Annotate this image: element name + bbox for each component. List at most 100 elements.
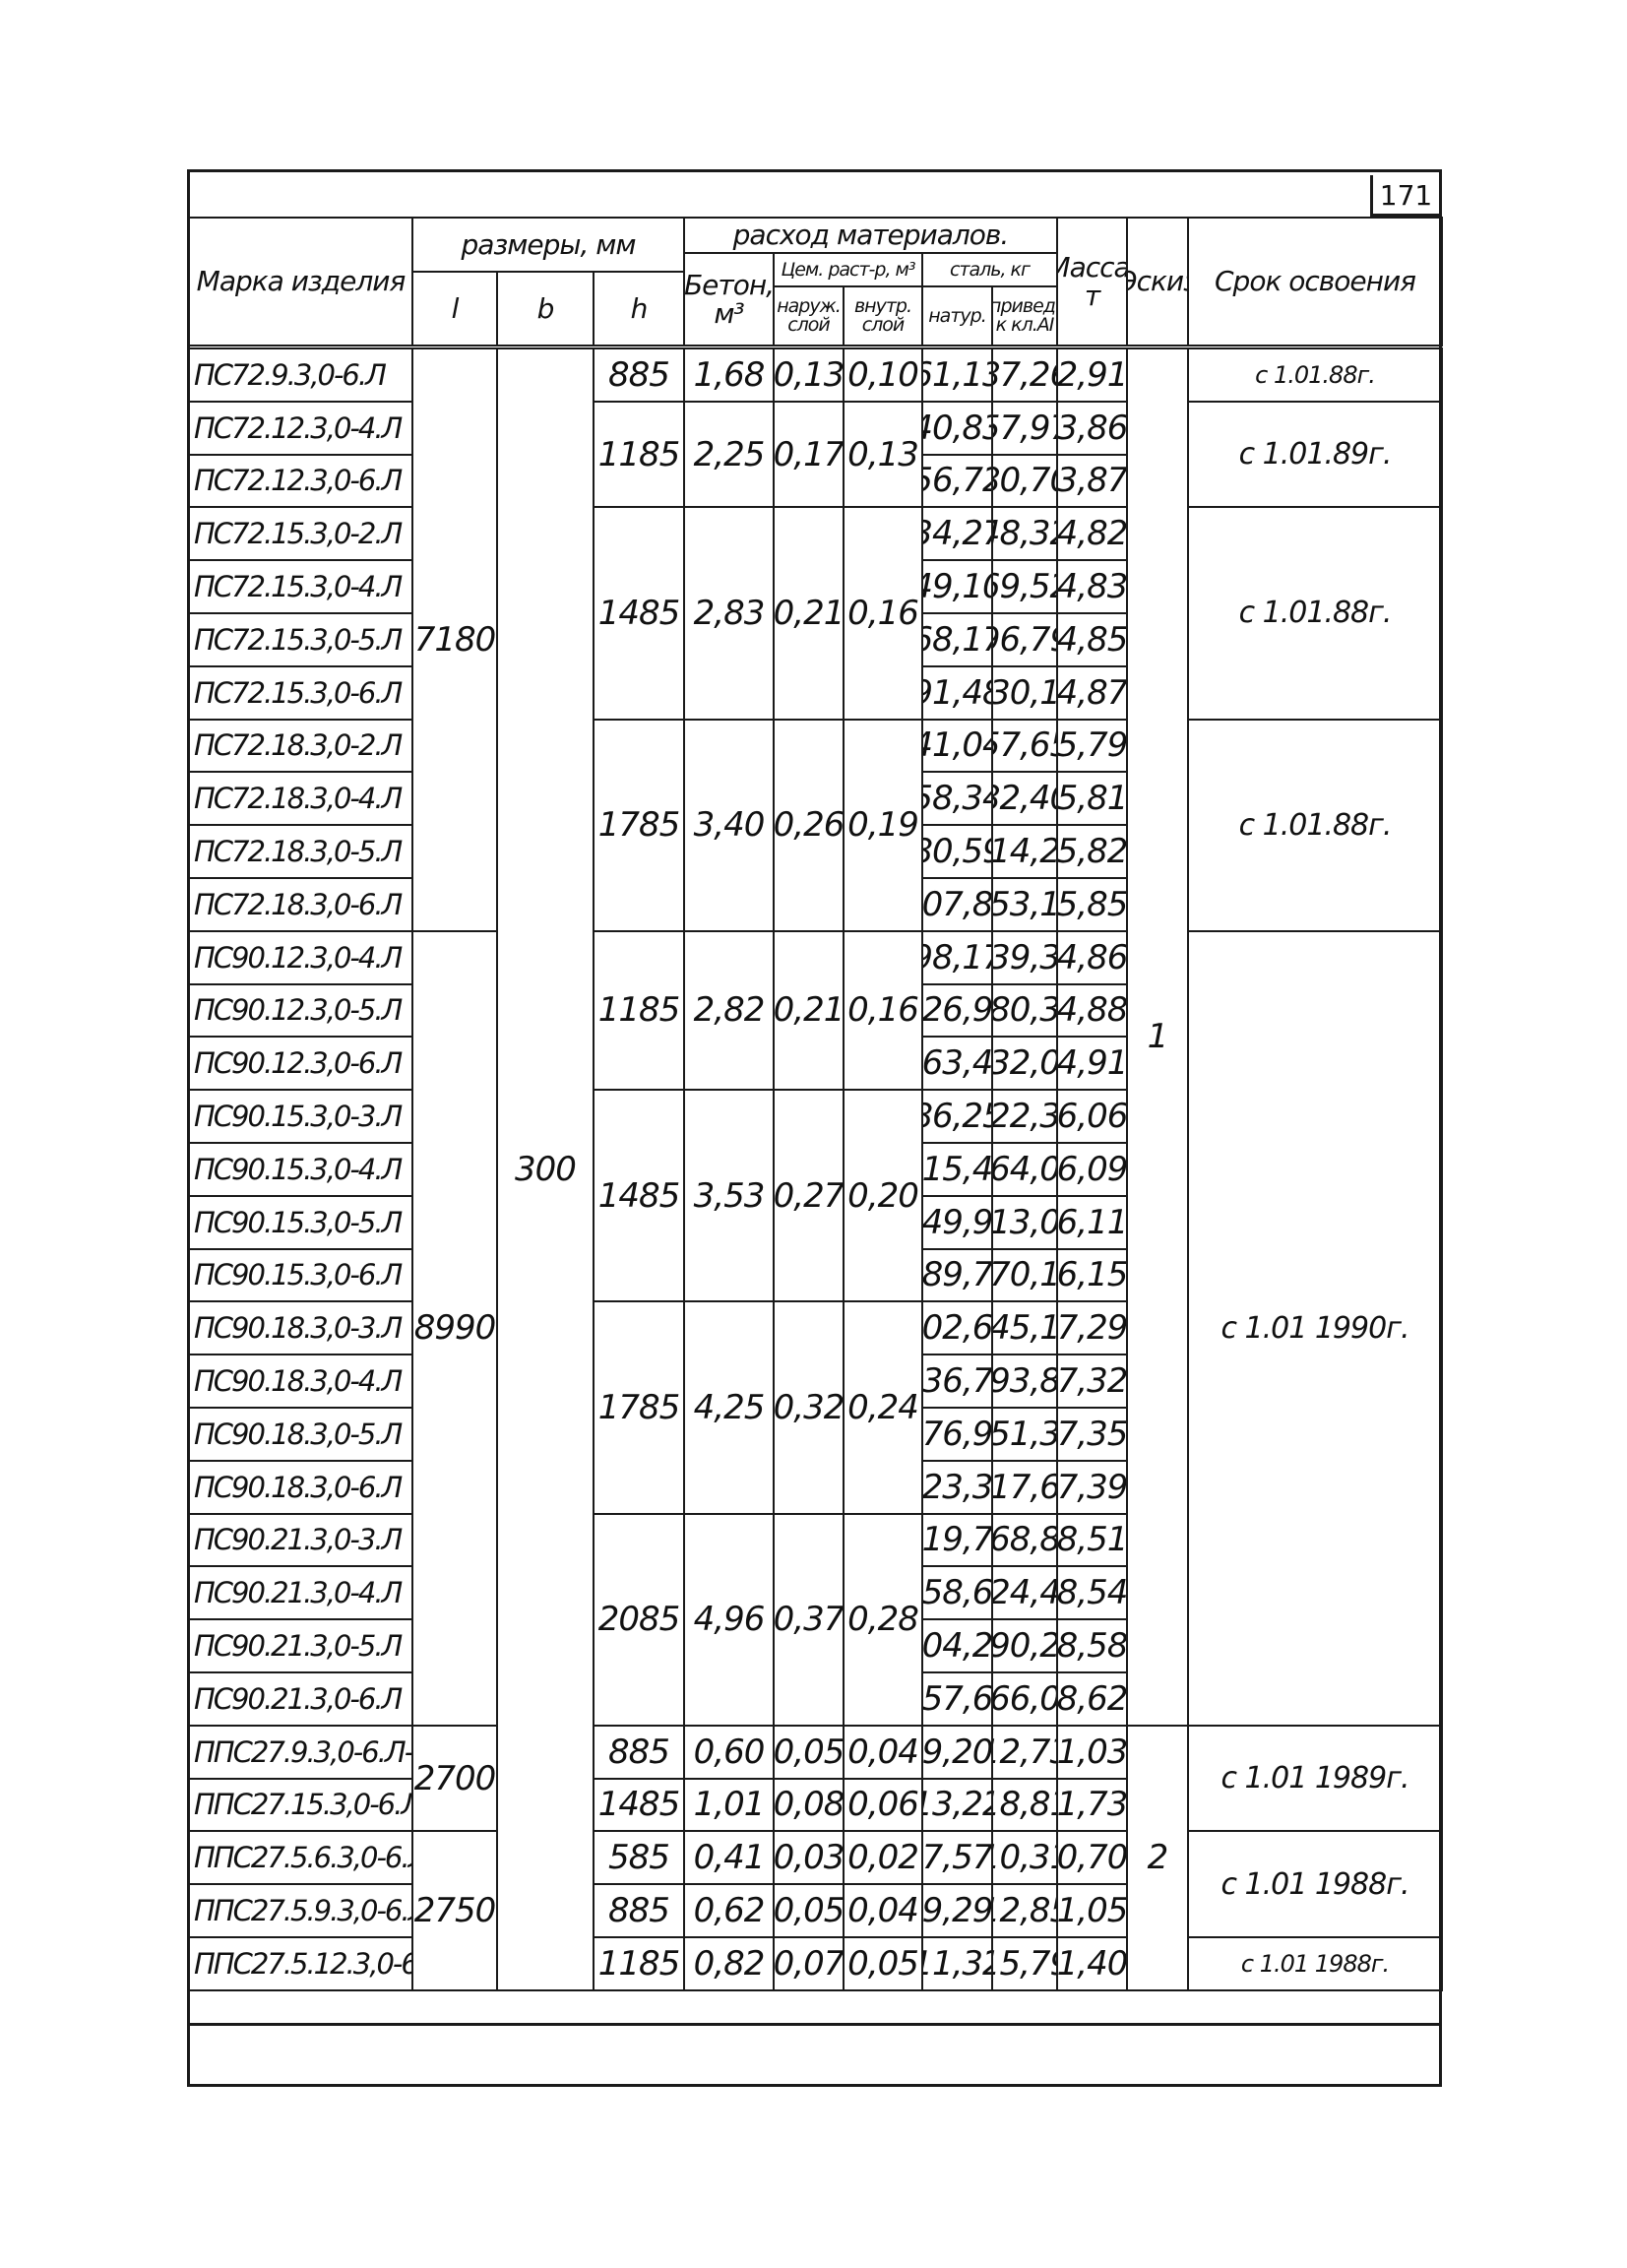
table-row-mass: 6,09 <box>1056 1142 1128 1197</box>
cement-inner-cell: 0,16 <box>843 506 923 721</box>
header-h: h <box>593 271 685 346</box>
table-row-steel-reduced: 232,01 <box>991 1036 1058 1092</box>
term-cell: с 1.01.89г. <box>1187 400 1443 509</box>
concrete-cell: 4,25 <box>683 1300 775 1515</box>
table-row-mass: 1,03 <box>1056 1724 1128 1780</box>
table-row-mass: 5,82 <box>1056 824 1128 879</box>
term-cell: с 1.01.88г. <box>1187 506 1443 721</box>
height-h-cell: 885 <box>593 347 685 403</box>
table-row-steel-nat: 115,40 <box>921 1142 993 1197</box>
header-term: Срок освоения <box>1187 217 1443 346</box>
height-h-cell: 1185 <box>593 929 685 1092</box>
table-row-mark: ПС90.21.3,0-3.Л <box>188 1512 413 1568</box>
table-row-mark: ПС90.15.3,0-4.Л <box>188 1142 413 1197</box>
table-row-mark: ПС90.21.3,0-6.Л <box>188 1671 413 1727</box>
concrete-cell: 4,96 <box>683 1512 775 1727</box>
table-row-mark: ППС27.5.6.3,0-6.Л-1 <box>188 1830 413 1886</box>
cement-outer-cell: 0,21 <box>773 929 845 1092</box>
height-h-cell: 1785 <box>593 718 685 932</box>
height-h-cell: 1785 <box>593 1300 685 1515</box>
cement-inner-cell: 0,10 <box>843 347 923 403</box>
cement-outer-cell: 0,27 <box>773 1089 845 1303</box>
table-row-steel-nat: 136,70 <box>921 1354 993 1409</box>
table-row-mass: 8,58 <box>1056 1618 1128 1673</box>
table-row-steel-reduced: 12,73 <box>991 1724 1058 1780</box>
height-h-cell: 885 <box>593 1883 685 1938</box>
concrete-cell: 0,41 <box>683 1830 775 1886</box>
table-row-steel-nat: 9,29 <box>921 1883 993 1938</box>
table-row-mass: 4,86 <box>1056 929 1128 985</box>
table-row-steel-reduced: 122,31 <box>991 1089 1058 1144</box>
header-mass: Масса, т <box>1056 217 1128 346</box>
table-row-mass: 4,87 <box>1056 664 1128 721</box>
table-row-steel-nat: 11,32 <box>921 1936 993 1991</box>
cement-outer-cell: 0,26 <box>773 718 845 932</box>
table-row-steel-reduced: 82,40 <box>991 771 1058 827</box>
table-row-steel-reduced: 168,80 <box>991 1512 1058 1568</box>
cement-inner-cell: 0,04 <box>843 1883 923 1938</box>
table-row-mark: ПС72.15.3,0-2.Л <box>188 506 413 562</box>
term-cell: с 1.01.88г. <box>1187 718 1443 932</box>
length-l-cell: 8990 <box>411 929 498 1727</box>
table-row-mass: 4,91 <box>1056 1036 1128 1092</box>
table-row-mass: 7,35 <box>1056 1407 1128 1462</box>
concrete-cell: 1,68 <box>683 347 775 403</box>
table-row-mass: 1,73 <box>1056 1777 1128 1833</box>
table-row-steel-nat: 126,90 <box>921 982 993 1039</box>
concrete-cell: 3,53 <box>683 1089 775 1303</box>
cement-inner-cell: 0,13 <box>843 400 923 509</box>
table-row-mark: ПС90.12.3,0-6.Л <box>188 1036 413 1092</box>
height-h-cell: 1485 <box>593 1777 685 1833</box>
table-row-steel-nat: 163,40 <box>921 1036 993 1092</box>
cement-inner-cell: 0,20 <box>843 1089 923 1303</box>
page-number: 171 <box>1370 175 1439 217</box>
table-row-steel-reduced: 153,10 <box>991 877 1058 932</box>
cement-inner-cell: 0,06 <box>843 1777 923 1833</box>
cement-outer-cell: 0,05 <box>773 1883 845 1938</box>
table-row-mark: ПС72.18.3,0-2.Л <box>188 718 413 774</box>
term-cell: с 1.01 1989г. <box>1187 1724 1443 1833</box>
cement-inner-cell: 0,16 <box>843 929 923 1092</box>
cement-inner-cell: 0,05 <box>843 1936 923 1991</box>
length-l-cell: 7180 <box>411 347 498 932</box>
header-cement: Цем. раст-р, м³ <box>773 252 923 287</box>
cement-outer-cell: 0,05 <box>773 1724 845 1780</box>
table-row-steel-reduced: 290,20 <box>991 1618 1058 1673</box>
concrete-cell: 2,25 <box>683 400 775 509</box>
table-row-mass: 5,85 <box>1056 877 1128 932</box>
table-row-mass: 8,54 <box>1056 1565 1128 1621</box>
table-row-mark: ПС90.18.3,0-6.Л <box>188 1459 413 1515</box>
header-l: l <box>411 271 498 346</box>
table-row-mark: ПС90.12.3,0-5.Л <box>188 982 413 1039</box>
cement-outer-cell: 0,21 <box>773 506 845 721</box>
table-row-steel-reduced: 10,31 <box>991 1830 1058 1886</box>
sketch-cell: 1 <box>1126 347 1189 1727</box>
cement-outer-cell: 0,13 <box>773 347 845 403</box>
table-row-steel-reduced: 69,52 <box>991 559 1058 614</box>
table-row-steel-nat: 58,34 <box>921 771 993 827</box>
table-row-mark: ПС90.21.3,0-5.Л <box>188 1618 413 1673</box>
header-steel: сталь, кг <box>921 252 1058 287</box>
table-row-mark: ПС72.12.3,0-6.Л <box>188 453 413 509</box>
table-row-steel-reduced: 80,70 <box>991 453 1058 509</box>
height-h-cell: 885 <box>593 1724 685 1780</box>
table-row-steel-nat: 49,10 <box>921 559 993 614</box>
height-h-cell: 1185 <box>593 400 685 509</box>
header-outer: наруж. слой <box>773 285 845 346</box>
height-h-cell: 1485 <box>593 506 685 721</box>
table-row-steel-reduced: 224,42 <box>991 1565 1058 1621</box>
header-nat: натур. <box>921 285 993 346</box>
table-row-steel-nat: 9,20 <box>921 1724 993 1780</box>
table-row-mass: 5,79 <box>1056 718 1128 774</box>
table-row-mark: ПС90.18.3,0-4.Л <box>188 1354 413 1409</box>
table-row-steel-reduced: 193,84 <box>991 1354 1058 1409</box>
concrete-cell: 0,62 <box>683 1883 775 1938</box>
table-row-steel-nat: 98,17 <box>921 929 993 985</box>
table-row-mark: ПС90.21.3,0-4.Л <box>188 1565 413 1621</box>
table-row-steel-reduced: 114,20 <box>991 824 1058 879</box>
term-cell: с 1.01.88г. <box>1187 347 1443 403</box>
table-row-mass: 6,15 <box>1056 1247 1128 1303</box>
height-h-cell: 2085 <box>593 1512 685 1727</box>
table-row-steel-nat: 176,90 <box>921 1407 993 1462</box>
height-h-cell: 585 <box>593 1830 685 1886</box>
